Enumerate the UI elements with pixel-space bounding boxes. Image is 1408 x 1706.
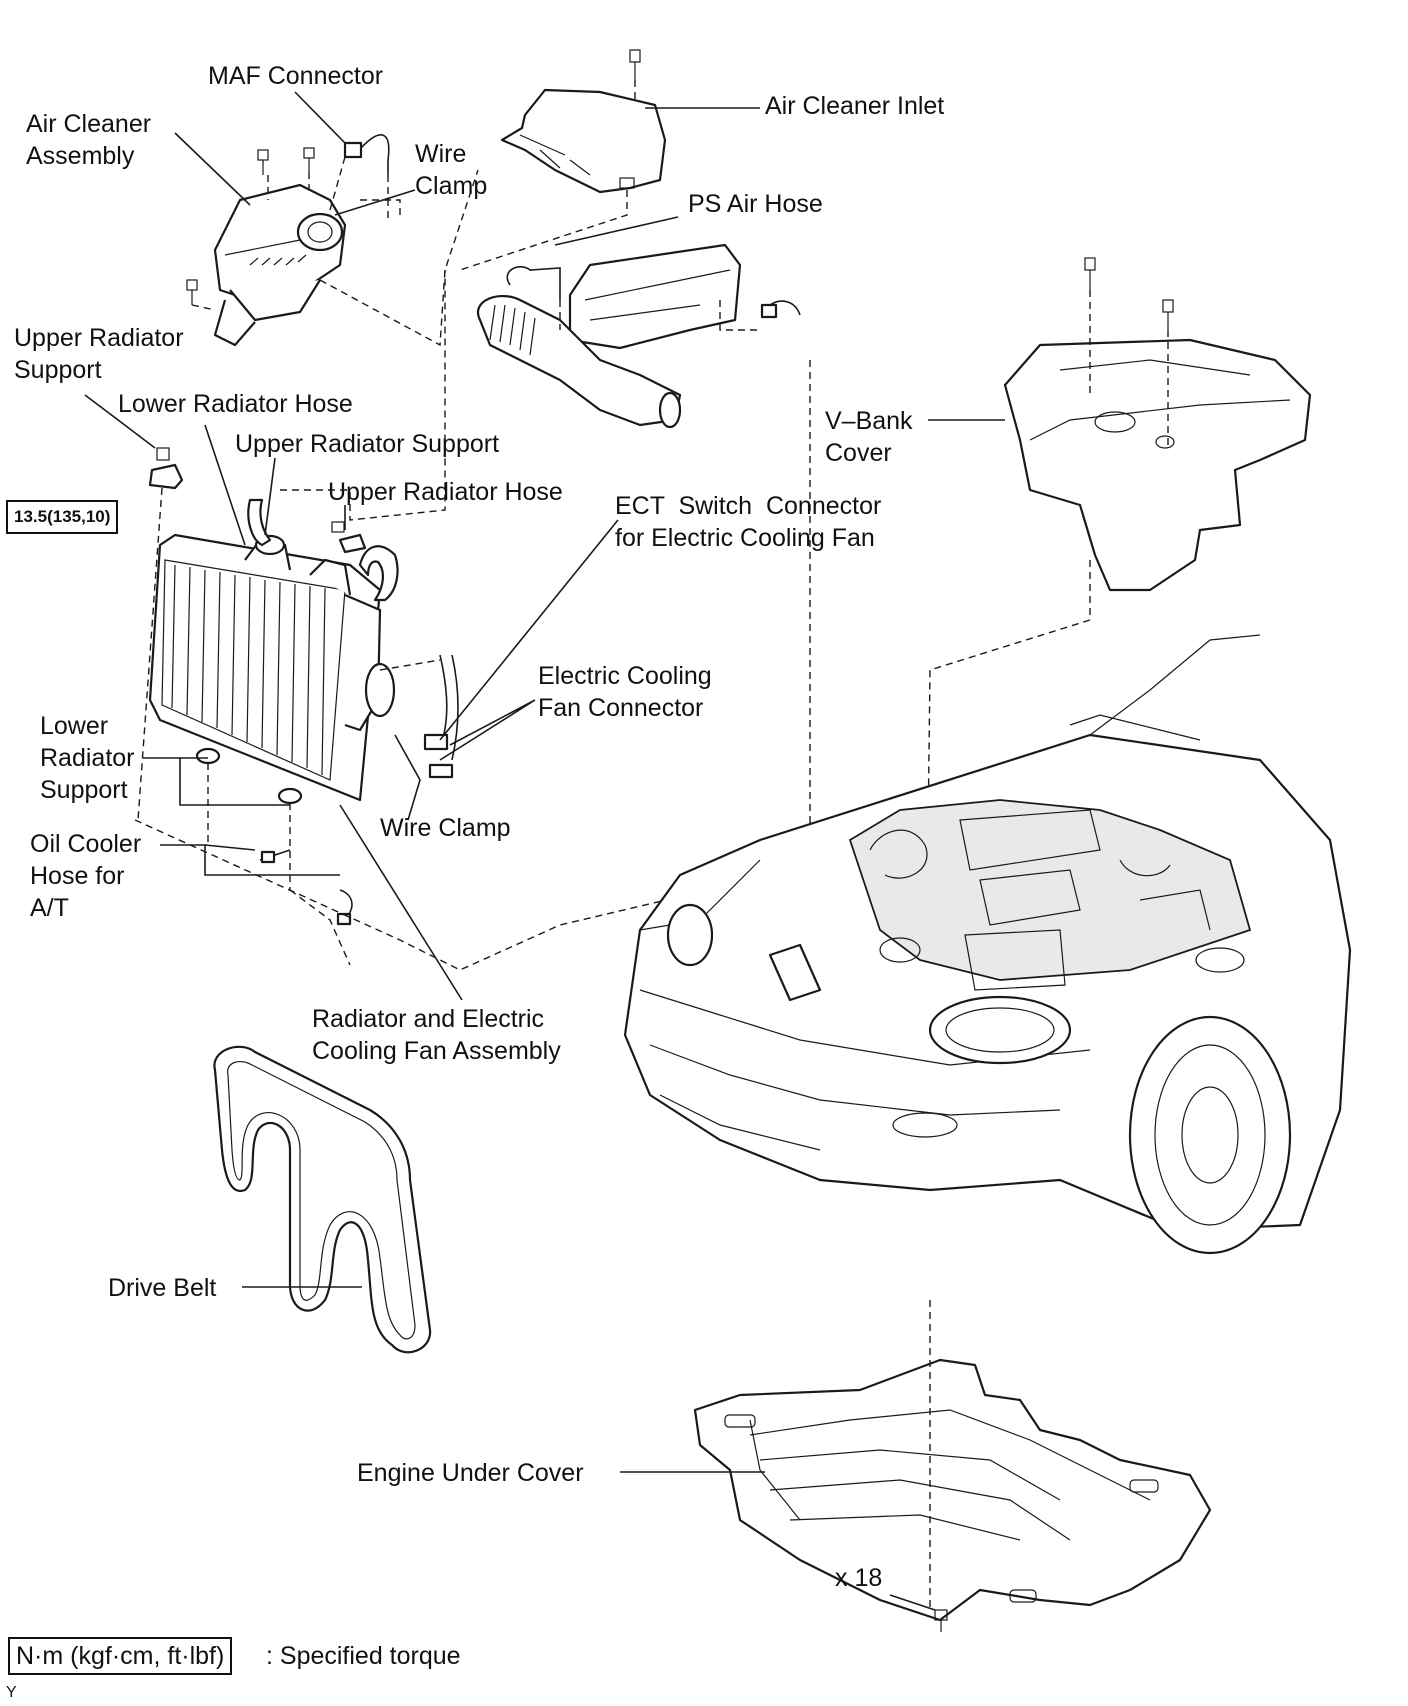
radiator-assembly-drawing — [148, 447, 459, 926]
label-oil-cooler-hose: Oil Cooler Hose for A/T — [30, 830, 142, 922]
label-upper-radiator-support-left: Upper Radiator Support — [14, 324, 184, 384]
label-upper-radiator-support-mid: Upper Radiator Support — [235, 430, 500, 458]
label-upper-radiator-hose: Upper Radiator Hose — [328, 478, 563, 506]
label-bolt-count: x 18 — [835, 1564, 883, 1592]
label-drive-belt: Drive Belt — [108, 1274, 217, 1302]
legend-description: : Specified torque — [266, 1642, 461, 1670]
vehicle-front-drawing — [623, 634, 1352, 1255]
air-cleaner-assembly-drawing — [186, 134, 390, 347]
engine-under-cover-drawing — [693, 1358, 1212, 1632]
label-engine-under-cover: Engine Under Cover — [357, 1459, 584, 1487]
label-lower-radiator-support: Lower Radiator Support — [40, 712, 135, 804]
leader-lines — [84, 91, 1005, 1611]
label-wire-clamp-bottom: Wire Clamp — [380, 814, 511, 842]
ps-air-hose-drawing — [476, 243, 801, 429]
v-bank-cover-drawing — [1003, 257, 1312, 592]
label-wire-clamp-top: Wire Clamp — [415, 140, 488, 200]
legend-unit-box: N·m (kgf·cm, ft·lbf) — [8, 1637, 233, 1675]
label-lower-radiator-hose: Lower Radiator Hose — [118, 390, 353, 418]
corner-mark: Y — [6, 1684, 17, 1701]
torque-spec-box: 13.5(135,10) — [6, 500, 119, 534]
label-ect-switch-connector: ECT Switch Connector for Electric Coolin… — [615, 492, 882, 552]
air-cleaner-inlet-drawing — [500, 49, 667, 194]
label-radiator-fan-assembly: Radiator and Electric Cooling Fan Assemb… — [312, 1005, 561, 1065]
label-air-cleaner-assembly: Air Cleaner Assembly — [26, 110, 152, 170]
label-maf-connector: MAF Connector — [208, 62, 384, 90]
label-ps-air-hose: PS Air Hose — [688, 190, 823, 218]
label-v-bank-cover: V–Bank Cover — [825, 407, 913, 467]
label-electric-cooling-fan-connector: Electric Cooling Fan Connector — [538, 662, 712, 722]
label-air-cleaner-inlet: Air Cleaner Inlet — [765, 92, 945, 120]
drive-belt-drawing — [213, 1045, 432, 1354]
